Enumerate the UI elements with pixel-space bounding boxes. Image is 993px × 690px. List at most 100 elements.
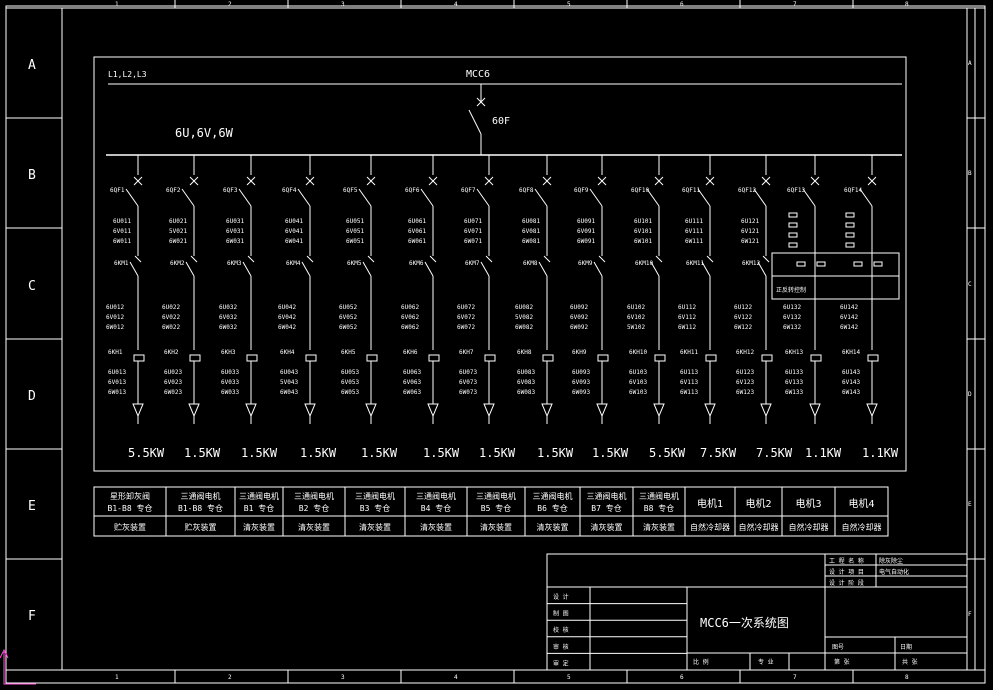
feeder-branch: 6QF36U0316V0316W0316KM36U0326V0326W0326K… bbox=[219, 155, 278, 460]
motor-terminal-arrow bbox=[704, 403, 716, 418]
table-bottom-cell: 清灰装置 bbox=[643, 522, 675, 532]
feeder-branch: 6QF116U1116V1116W1116KM116U1126V1126W112… bbox=[678, 155, 737, 460]
contactor-label: 6KM6 bbox=[409, 260, 424, 267]
date-label: 日期 bbox=[900, 643, 912, 651]
wire-label: 5V021 bbox=[169, 228, 187, 235]
contactor-label: 6KM7 bbox=[465, 260, 480, 267]
wire-label: 6U053 bbox=[341, 369, 359, 376]
tb-proj-label: 设 计 项 目 bbox=[829, 568, 864, 576]
wire-label: 6U043 bbox=[280, 369, 298, 376]
breaker-mark bbox=[761, 176, 771, 186]
wire-label: 6W091 bbox=[577, 238, 595, 245]
breaker-label: 6QF5 bbox=[343, 187, 358, 194]
feeder-branch: 6QF86U0816V0816W0816KM86U0825V0826W0826K… bbox=[515, 155, 574, 460]
relay-box bbox=[873, 261, 883, 267]
contactor-label: 6KM11 bbox=[686, 260, 704, 267]
motor-terminal-arrow bbox=[483, 403, 495, 418]
tb-proj-value: 电气自动化 bbox=[879, 568, 909, 576]
wire-label: 6V083 bbox=[517, 379, 535, 386]
contactor-arc bbox=[306, 255, 314, 263]
zone-col-top: 8 bbox=[905, 1, 909, 8]
contactor-blade bbox=[129, 261, 139, 277]
breaker-label: 6QF14 bbox=[844, 187, 862, 194]
tb-proj-label: 设 计 阶 段 bbox=[829, 579, 864, 587]
zone-col-bottom: 7 bbox=[793, 674, 797, 681]
zone-col-bottom: 4 bbox=[454, 674, 458, 681]
relay-box bbox=[788, 232, 798, 238]
thermal-relay-label: 6KH1 bbox=[108, 349, 123, 356]
wire-label: 6U022 bbox=[162, 304, 180, 311]
thermal-relay bbox=[366, 354, 378, 362]
tb-role-label: 审 核 bbox=[553, 643, 569, 651]
table-top-line1: 三通阀电机 bbox=[239, 491, 279, 501]
breaker-mark bbox=[542, 176, 552, 186]
breaker-label: 6QF1 bbox=[110, 187, 125, 194]
breaker-blade bbox=[420, 188, 434, 207]
contactor-blade bbox=[242, 261, 252, 277]
thermal-relay bbox=[133, 354, 145, 362]
motor-terminal-arrow bbox=[188, 403, 200, 418]
zone-col-top: 3 bbox=[341, 1, 345, 8]
feeder-branch: 6QF106U1016V1016W1016KM106U1026V1025W102… bbox=[627, 155, 686, 460]
motor-power-label: 5.5KW bbox=[128, 446, 165, 460]
breaker-blade bbox=[753, 188, 767, 207]
wire-label: 6V142 bbox=[840, 314, 858, 321]
wire-label: 6U011 bbox=[113, 218, 131, 225]
wire-label: 6V013 bbox=[108, 379, 126, 386]
feeder-branch: 6QF76U0716V0716W0716KM76U0726V0726W0726K… bbox=[457, 155, 516, 460]
contactor-blade bbox=[538, 261, 548, 277]
breaker-blade bbox=[238, 188, 252, 207]
table-top-line1: 三通阀电机 bbox=[533, 491, 573, 501]
wire-label: 6U052 bbox=[339, 304, 357, 311]
thermal-relay bbox=[867, 354, 879, 362]
main-breaker-label: 60F bbox=[492, 116, 510, 127]
mcc-label: MCC6 bbox=[466, 69, 490, 80]
breaker-label: 6QF7 bbox=[461, 187, 476, 194]
tb-role-label: 制 图 bbox=[553, 610, 569, 618]
feeder-branch: 6QF56U0516V0516W0516KM56U0526V0526W0526K… bbox=[339, 155, 398, 460]
breaker-mark bbox=[305, 176, 315, 186]
wire-label: 6U073 bbox=[459, 369, 477, 376]
breaker-label: 6QF4 bbox=[282, 187, 297, 194]
breaker-blade bbox=[646, 188, 660, 207]
wire-label: 6V052 bbox=[339, 314, 357, 321]
table-top-line1: 三通阀电机 bbox=[294, 491, 334, 501]
wire-label: 6V041 bbox=[285, 228, 303, 235]
table-top-cell: 电机2 bbox=[745, 497, 771, 510]
breaker-mark bbox=[428, 176, 438, 186]
motor-power-label: 1.5KW bbox=[592, 446, 629, 460]
wire-label: 6V112 bbox=[678, 314, 696, 321]
thermal-relay-label: 6KH7 bbox=[459, 349, 474, 356]
zone-col-bottom: 8 bbox=[905, 674, 909, 681]
wire-label: 6V033 bbox=[221, 379, 239, 386]
wire-label: 6W061 bbox=[408, 238, 426, 245]
breaker-blade bbox=[697, 188, 711, 207]
breaker-blade bbox=[181, 188, 195, 207]
breaker-blade bbox=[859, 188, 873, 207]
zone-col-bottom: 2 bbox=[228, 674, 232, 681]
contactor-arc bbox=[190, 255, 198, 263]
wire-label: 6W011 bbox=[113, 238, 131, 245]
contactor-label: 6KM9 bbox=[578, 260, 593, 267]
thermal-relay bbox=[484, 354, 496, 362]
wire-label: 6U083 bbox=[517, 369, 535, 376]
table-top-line2: B8 专仓 bbox=[644, 503, 674, 513]
wire-label: 6W012 bbox=[106, 324, 124, 331]
table-top-line1: 三通阀电机 bbox=[355, 491, 395, 501]
wire-label: 6V073 bbox=[459, 379, 477, 386]
wire-label: 6U062 bbox=[401, 304, 419, 311]
zone-row-left: E bbox=[28, 499, 36, 514]
contactor-blade bbox=[185, 261, 195, 277]
motor-terminal-arrow bbox=[596, 403, 608, 418]
table-bottom-cell: 贮灰装置 bbox=[185, 522, 217, 532]
breaker-mark bbox=[810, 176, 820, 186]
wire-label: 6U103 bbox=[629, 369, 647, 376]
wire-label: 6U122 bbox=[734, 304, 752, 311]
feeder-branch: 6QF16U0116V0116W0116KM16U0126V0126W0126K… bbox=[106, 155, 165, 460]
wire-label: 6W082 bbox=[515, 324, 533, 331]
table-top-line1: 三通阀电机 bbox=[181, 491, 221, 501]
